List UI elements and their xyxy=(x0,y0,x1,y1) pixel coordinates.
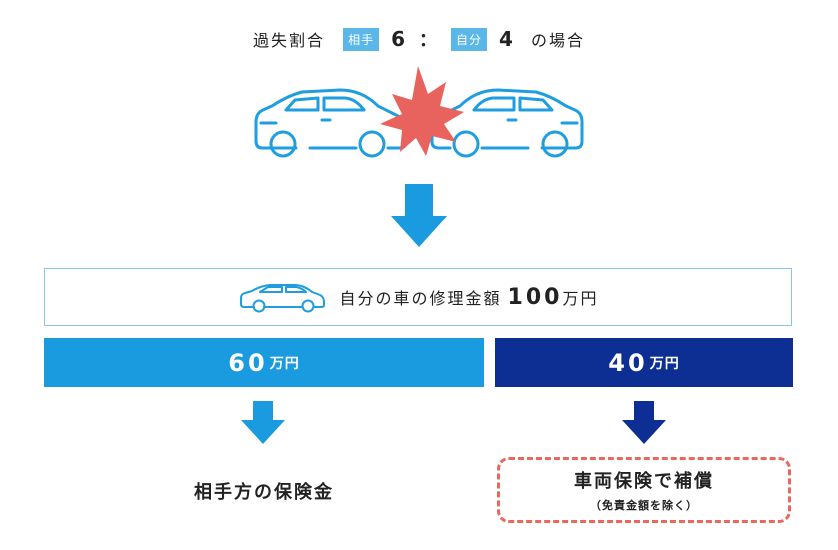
result-vehicle-insurance-box: 車両保険で補償 （免責金額を除く） xyxy=(497,457,791,523)
repair-amount: 100 xyxy=(507,284,563,310)
repair-unit: 万円 xyxy=(562,289,599,308)
split-amount-b: 40 xyxy=(608,348,648,377)
split-bar-party-a: 60 万円 xyxy=(44,338,484,387)
down-arrow-icon xyxy=(241,401,285,444)
heading-prefix: 過失割合 xyxy=(253,31,326,50)
party-a-ratio: 6 xyxy=(391,27,407,51)
split-unit-b: 万円 xyxy=(649,355,680,372)
small-car-icon xyxy=(239,284,325,313)
repair-label: 自分の車の修理金額 xyxy=(339,289,502,308)
down-arrow-icon xyxy=(622,401,666,444)
split-amount-a: 60 xyxy=(228,348,268,377)
party-a-tag: 相手 xyxy=(343,27,380,51)
result-other-party-insurance: 相手方の保険金 xyxy=(194,482,334,503)
repair-amount-box: 自分の車の修理金額 100 万円 xyxy=(44,268,792,326)
car-right-icon xyxy=(430,88,584,158)
heading-suffix: の場合 xyxy=(530,31,585,50)
ratio-heading: 過失割合 相手 6 ： 自分 4 の場合 xyxy=(0,24,838,54)
split-unit-a: 万円 xyxy=(269,355,300,372)
party-b-tag: 自分 xyxy=(451,27,488,51)
ratio-separator: ： xyxy=(419,30,439,51)
collision-icon xyxy=(380,66,464,156)
party-b-ratio: 4 xyxy=(499,27,515,51)
result-vehicle-insurance: 車両保険で補償 xyxy=(574,471,714,492)
result-deductible-note: （免責金額を除く） xyxy=(590,499,698,512)
split-bar-party-b: 40 万円 xyxy=(495,338,793,387)
down-arrow-icon xyxy=(391,184,447,247)
